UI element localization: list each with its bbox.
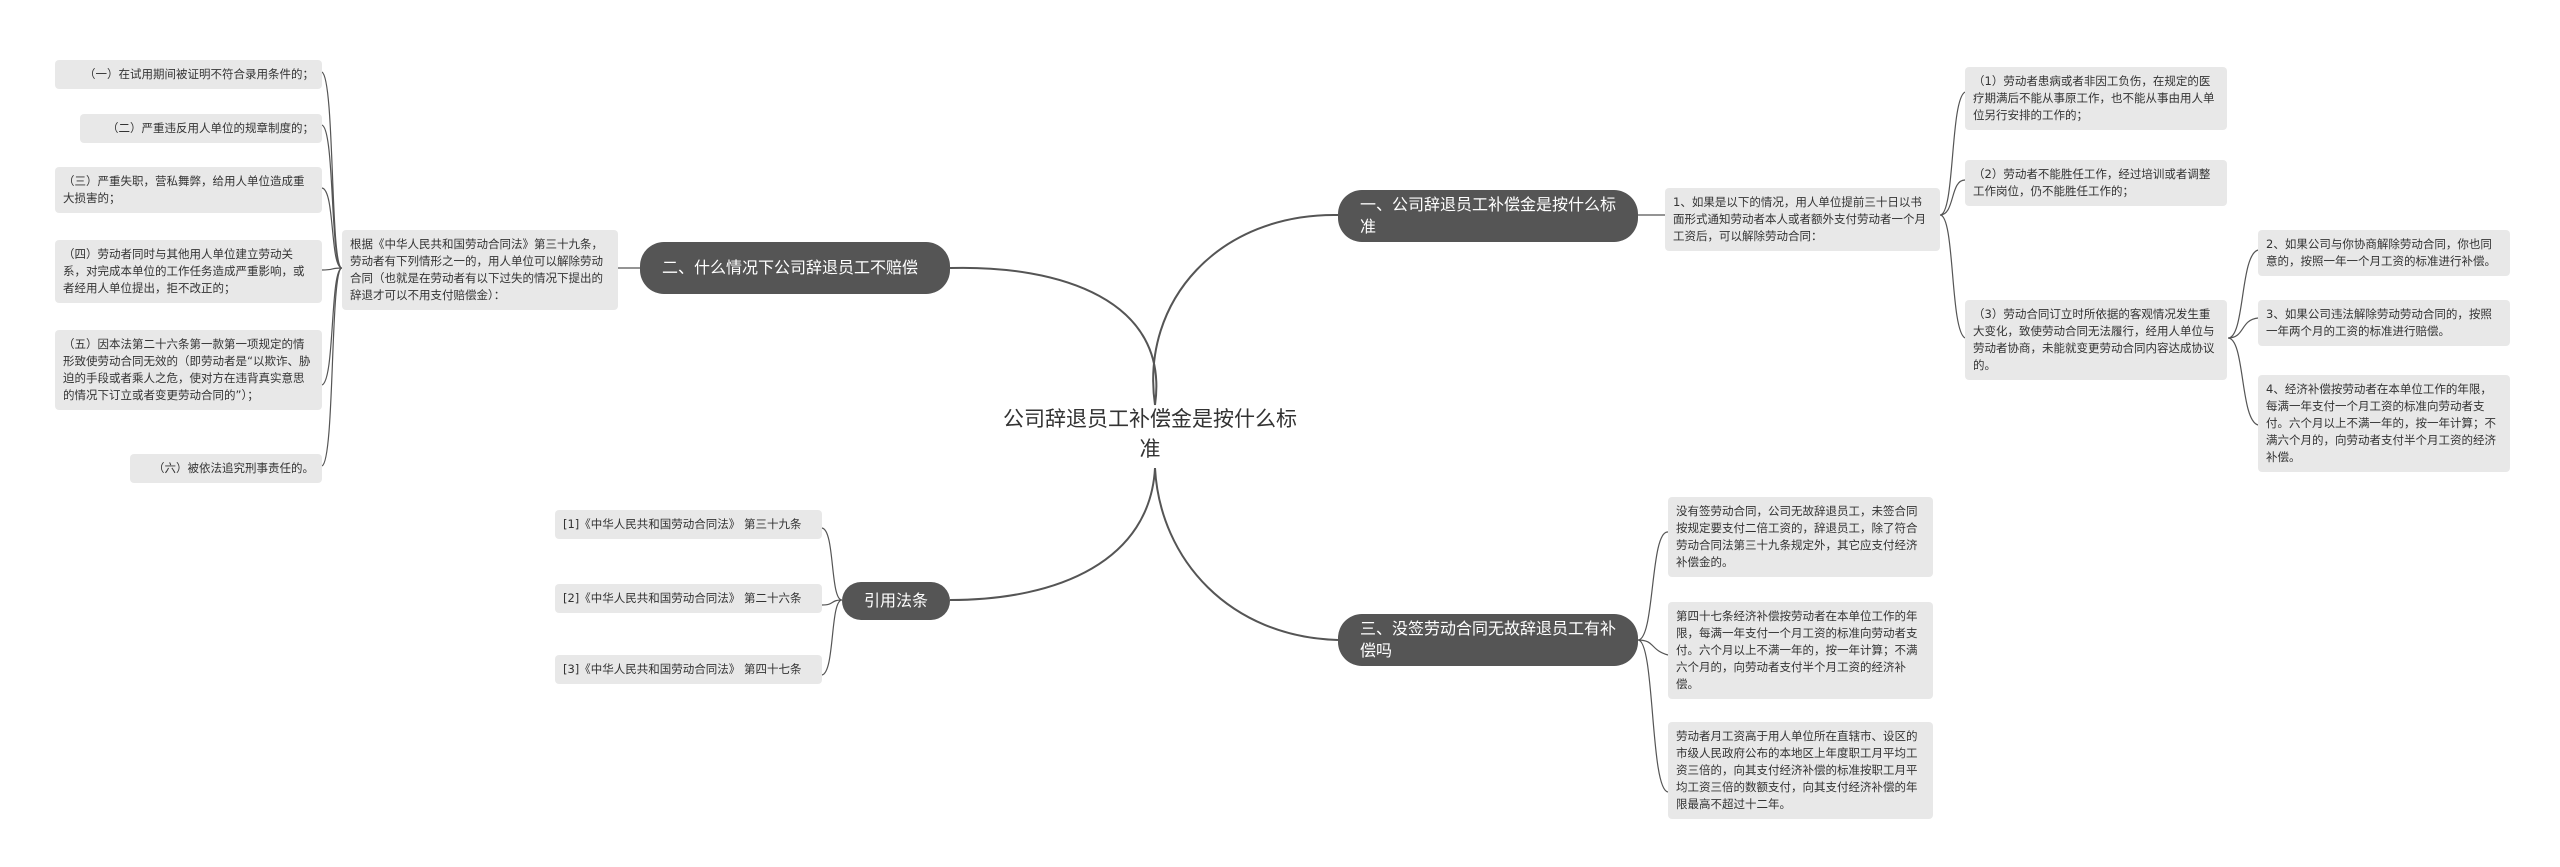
leaf-b1-item-1[interactable]: （1）劳动者患病或者非因工负伤，在规定的医疗期满后不能从事原工作，也不能从事由用… [1965, 67, 2227, 130]
branch-1-title: 一、公司辞退员工补偿金是按什么标准 [1360, 195, 1617, 236]
branch-3-title: 三、没签劳动合同无故辞退员工有补偿吗 [1360, 619, 1617, 660]
leaf-b3-item-2[interactable]: 第四十七条经济补偿按劳动者在本单位工作的年限，每满一年支付一个月工资的标准向劳动… [1668, 602, 1933, 699]
leaf-b1-sub-1[interactable]: 2、如果公司与你协商解除劳动合同，你也同意的，按照一年一个月工资的标准进行补偿。 [2258, 230, 2510, 276]
edge-root-b3 [1154, 467, 1339, 641]
edge-root-b4 [949, 467, 1156, 601]
branch-no-compensation[interactable]: 二、什么情况下公司辞退员工不赔偿 [640, 242, 950, 294]
leaf-b1-item-2[interactable]: （2）劳动者不能胜任工作，经过培训或者调整工作岗位，仍不能胜任工作的； [1965, 160, 2227, 206]
leaf-b1-sub-2[interactable]: 3、如果公司违法解除劳动劳动合同的，按照一年两个月的工资的标准进行赔偿。 [2258, 300, 2510, 346]
leaf-b3-item-1[interactable]: 没有签劳动合同，公司无故辞退员工，未签合同按规定要支付二倍工资的，辞退员工，除了… [1668, 497, 1933, 577]
branch-no-contract[interactable]: 三、没签劳动合同无故辞退员工有补偿吗 [1338, 614, 1638, 666]
edge-root-b2 [949, 266, 1158, 406]
leaf-b2-item-2[interactable]: （二）严重违反用人单位的规章制度的； [80, 114, 322, 143]
leaf-b4-item-2[interactable]: [2]《中华人民共和国劳动合同法》 第二十六条 [555, 584, 822, 613]
edge-root-b1 [1152, 213, 1339, 406]
edge-b4-items [821, 527, 843, 676]
branch-4-title: 引用法条 [863, 591, 928, 610]
leaf-b1-item-3[interactable]: （3）劳动合同订立时所依据的客观情况发生重大变化，致使劳动合同无法履行，经用人单… [1965, 300, 2227, 380]
branch-cited-laws[interactable]: 引用法条 [842, 582, 950, 620]
edge-intro-items [1939, 91, 1966, 339]
leaf-b2-item-1[interactable]: （一）在试用期间被证明不符合录用条件的； [55, 60, 322, 89]
edge-intro2-items [321, 71, 343, 467]
leaf-b2-item-5[interactable]: （五）因本法第二十六条第一款第一项规定的情形致使劳动合同无效的（即劳动者是“以欺… [55, 330, 322, 410]
branch-2-title: 二、什么情况下公司辞退员工不赔偿 [662, 258, 919, 277]
leaf-b1-sub-3[interactable]: 4、经济补偿按劳动者在本单位工作的年限，每满一年支付一个月工资的标准向劳动者支付… [2258, 375, 2510, 472]
edge-item3-sub [2227, 249, 2259, 426]
leaf-b1-intro[interactable]: 1、如果是以下的情况，用人单位提前三十日以书面形式通知劳动者本人或者额外支付劳动… [1665, 188, 1940, 251]
leaf-b2-intro[interactable]: 根据《中华人民共和国劳动合同法》第三十九条，劳动者有下列情形之一的，用人单位可以… [342, 230, 618, 310]
edge-b3-items [1637, 531, 1669, 793]
leaf-b4-item-1[interactable]: [1]《中华人民共和国劳动合同法》 第三十九条 [555, 510, 822, 539]
leaf-b2-item-4[interactable]: （四）劳动者同时与其他用人单位建立劳动关系，对完成本单位的工作任务造成严重影响，… [55, 240, 322, 303]
root-title: 公司辞退员工补偿金是按什么标准 [1003, 407, 1297, 461]
branch-compensation-standard[interactable]: 一、公司辞退员工补偿金是按什么标准 [1338, 190, 1638, 242]
root-topic[interactable]: 公司辞退员工补偿金是按什么标准 [1000, 404, 1300, 464]
leaf-b3-item-3[interactable]: 劳动者月工资高于用人单位所在直辖市、设区的市级人民政府公布的本地区上年度职工月平… [1668, 722, 1933, 819]
leaf-b2-item-3[interactable]: （三）严重失职，营私舞弊，给用人单位造成重大损害的； [55, 167, 322, 213]
leaf-b4-item-3[interactable]: [3]《中华人民共和国劳动合同法》 第四十七条 [555, 655, 822, 684]
leaf-b2-item-6[interactable]: （六）被依法追究刑事责任的。 [130, 454, 322, 483]
